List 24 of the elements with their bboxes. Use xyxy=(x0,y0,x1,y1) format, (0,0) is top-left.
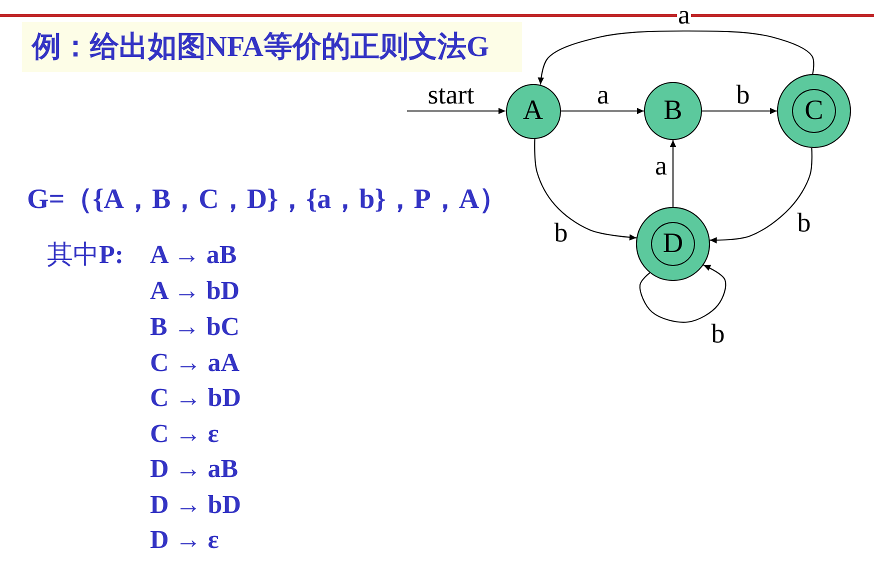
production-rule: A → bD xyxy=(150,275,240,307)
production-rule: D → ε xyxy=(150,524,219,556)
transition-arrow xyxy=(538,30,814,85)
grammar-definition: G=（{A，B，C，D}，{a，b}，P，A） xyxy=(27,183,508,217)
state-label: A xyxy=(522,97,544,125)
state-label: B xyxy=(664,97,682,125)
production-rule: B → bC xyxy=(150,311,240,343)
state-label: D xyxy=(662,230,684,258)
transition-arrow xyxy=(639,264,726,323)
production-heading: 其中P: xyxy=(47,239,124,271)
production-rule: D → aB xyxy=(150,453,238,485)
state-label: C xyxy=(804,97,824,125)
transition-arrow xyxy=(534,138,637,240)
production-rule: C → bD xyxy=(150,382,242,414)
production-rule: C → aA xyxy=(150,347,240,379)
transition-arrow xyxy=(670,140,676,207)
start-arrow xyxy=(407,108,506,114)
production-rule: D → bD xyxy=(150,489,242,521)
production-rule: A → aB xyxy=(150,239,237,271)
transition-arrow xyxy=(710,148,812,244)
slide-title: 例：给出如图NFA等价的正则文法G xyxy=(22,22,522,72)
production-rule: C → ε xyxy=(150,418,219,450)
transition-arrow xyxy=(560,108,644,114)
transition-arrow xyxy=(702,108,777,114)
